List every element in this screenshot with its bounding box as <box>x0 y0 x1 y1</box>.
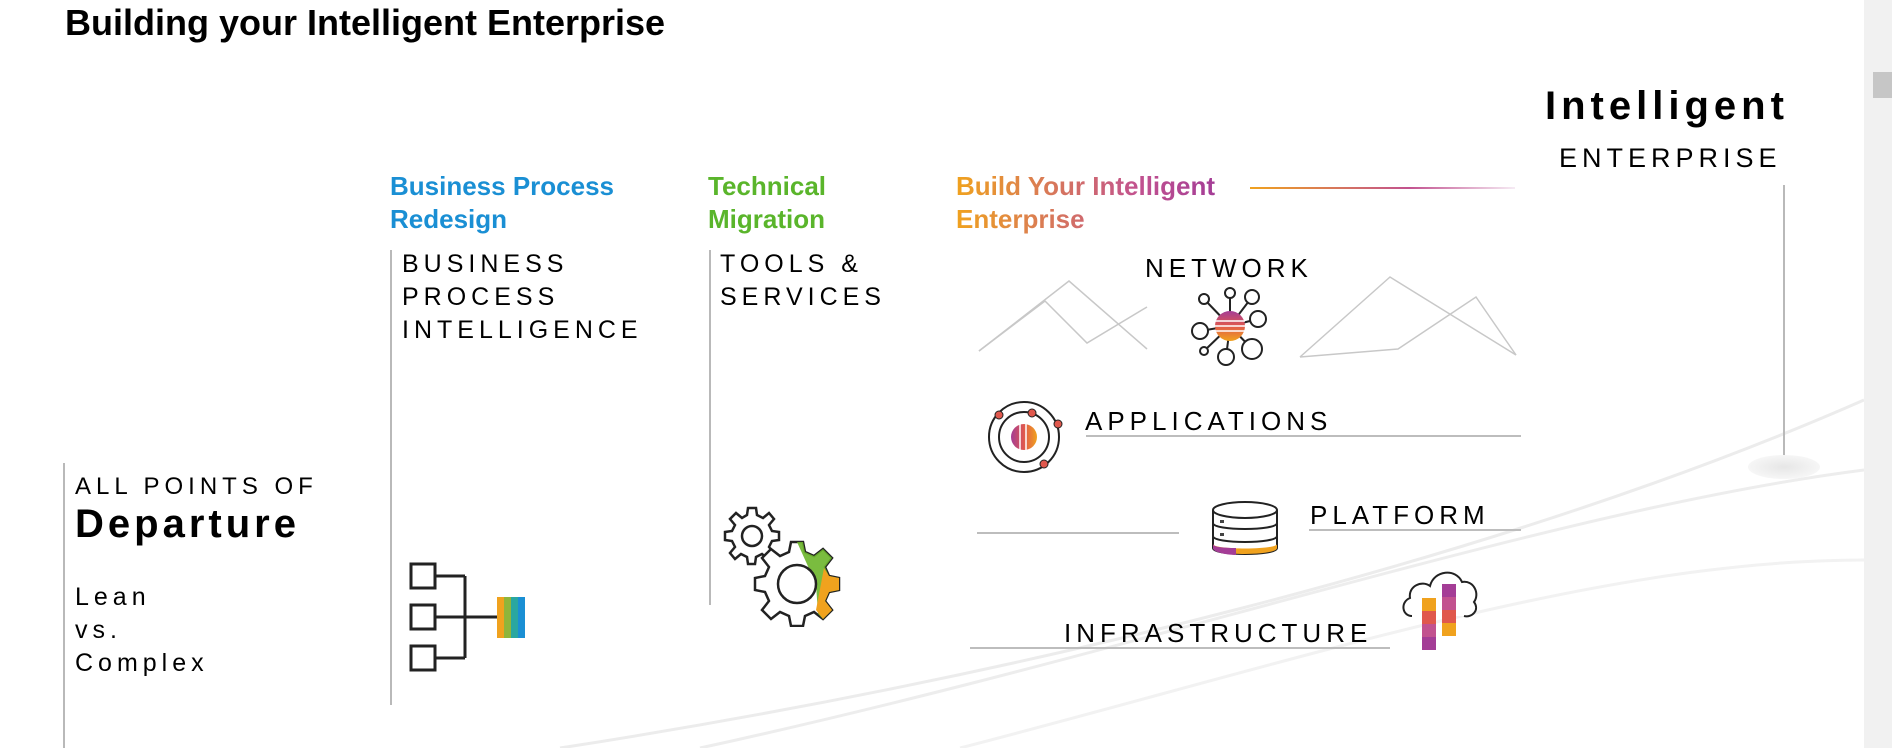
enterprise-connector <box>1250 187 1515 189</box>
goal-stem <box>1783 185 1785 465</box>
heading-line: Business Process <box>390 171 615 201</box>
layer-label-infrastructure: INFRASTRUCTURE <box>1064 618 1373 648</box>
departure-title: Departure <box>75 502 300 546</box>
departure-divider <box>63 463 65 748</box>
column-body-technical-migration: TOOLS & SERVICES <box>720 248 886 314</box>
platform-line-right <box>1309 529 1521 531</box>
column-divider <box>709 250 711 605</box>
network-lines-left <box>978 280 1148 352</box>
departure-label: ALL POINTS OF <box>75 473 318 500</box>
layer-label-applications: APPLICATIONS <box>1085 406 1333 436</box>
scrollbar-thumb[interactable] <box>1873 72 1892 98</box>
column-divider <box>390 250 392 705</box>
column-heading-business-process: Business Process Redesign <box>390 170 614 236</box>
scrollbar-track[interactable] <box>1864 0 1892 748</box>
body-line: INTELLIGENCE <box>402 316 643 344</box>
heading-line: Enterprise <box>956 204 1085 234</box>
page-title: Building your Intelligent Enterprise <box>65 2 666 43</box>
platform-line-left <box>977 532 1179 534</box>
column-heading-technical-migration: Technical Migration <box>708 170 826 236</box>
departure-option: Lean <box>75 583 151 611</box>
heading-line: Technical <box>708 171 827 201</box>
goal-subtitle: ENTERPRISE <box>1559 143 1782 173</box>
goal-base <box>1748 455 1820 479</box>
body-line: SERVICES <box>720 283 886 311</box>
departure-option: vs. <box>75 616 122 644</box>
layer-label-network: NETWORK <box>1145 253 1313 283</box>
heading-line: Migration <box>708 204 825 234</box>
layer-label-platform: PLATFORM <box>1310 500 1490 530</box>
body-line: TOOLS & <box>720 250 863 278</box>
body-line: BUSINESS <box>402 250 569 278</box>
column-heading-build-enterprise: Build Your Intelligent Enterprise <box>956 170 1215 236</box>
applications-line <box>1086 435 1521 437</box>
body-line: PROCESS <box>402 283 560 311</box>
cloud-icon <box>1402 571 1478 650</box>
column-body-business-process: BUSINESS PROCESS INTELLIGENCE <box>402 248 643 347</box>
org-chart-icon <box>409 562 525 672</box>
network-icon <box>1191 287 1267 366</box>
database-icon <box>1212 501 1278 555</box>
departure-option: Complex <box>75 649 209 677</box>
gears-icon <box>723 506 841 627</box>
goal-title: Intelligent <box>1545 84 1789 128</box>
heading-line: Build Your Intelligent <box>956 171 1216 201</box>
applications-icon <box>988 401 1063 473</box>
infrastructure-line <box>970 647 1390 649</box>
heading-line: Redesign <box>390 204 508 234</box>
network-lines-right <box>1299 276 1517 358</box>
